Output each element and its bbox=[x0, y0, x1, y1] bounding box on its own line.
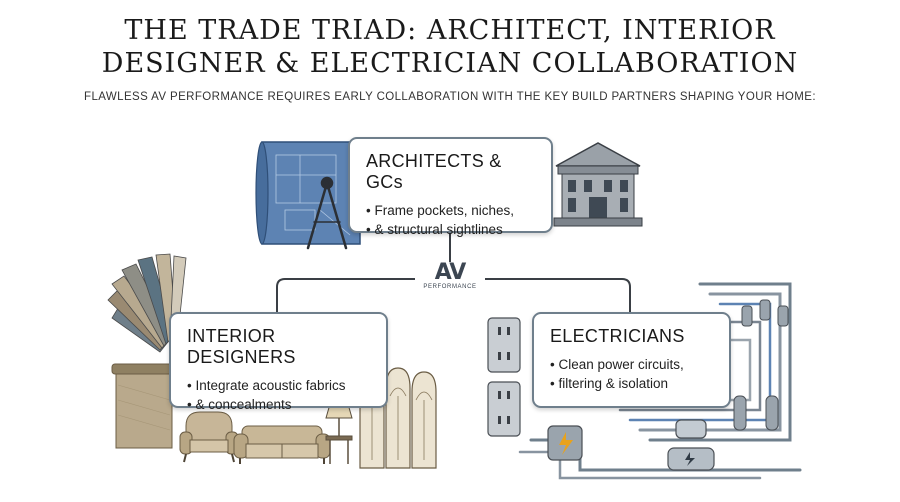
interior-designers-node: INTERIOR DESIGNERS Integrate acoustic fa… bbox=[169, 312, 388, 412]
building-icon bbox=[553, 142, 643, 227]
electricians-bullet: filtering & isolation bbox=[550, 374, 715, 393]
page-title: THE TRADE TRIAD: ARCHITECT, INTERIOR DES… bbox=[0, 14, 900, 80]
logo-word: PERFORMANCE bbox=[423, 284, 477, 290]
interior-designers-title: INTERIOR DESIGNERS bbox=[187, 326, 296, 367]
connector-left bbox=[276, 278, 415, 312]
fabric-roll-icon bbox=[111, 363, 177, 449]
title-line-2: DESIGNER & ELECTRICIAN COLLABORATION bbox=[101, 48, 799, 79]
interior-designers-bullet: Integrate acoustic fabrics bbox=[187, 376, 372, 395]
electricians-bullets: Clean power circuits, filtering & isolat… bbox=[550, 355, 715, 393]
page-subtitle: FLAWLESS AV PERFORMANCE REQUIRES EARLY C… bbox=[84, 91, 816, 103]
interior-designers-bullet: & concealments bbox=[187, 395, 372, 414]
compass-icon bbox=[306, 176, 348, 250]
architects-bullet: Frame pockets, niches, bbox=[366, 201, 537, 220]
title-line-1: THE TRADE TRIAD: ARCHITECT, INTERIOR bbox=[124, 15, 776, 46]
armchair-icon bbox=[179, 411, 239, 463]
sofa-icon bbox=[233, 425, 331, 464]
architects-bullet: & structural sightlines bbox=[366, 220, 537, 239]
electricians-bullet: Clean power circuits, bbox=[550, 355, 715, 374]
interior-designers-bullets: Integrate acoustic fabrics & concealment… bbox=[187, 376, 372, 414]
electricians-node: ELECTRICIANS Clean power circuits, filte… bbox=[532, 312, 731, 408]
av-performance-logo: AV PERFORMANCE bbox=[415, 260, 485, 291]
connector-right bbox=[485, 278, 631, 312]
logo-mark: AV bbox=[434, 260, 467, 285]
electricians-title: ELECTRICIANS bbox=[550, 326, 685, 346]
architects-node: ARCHITECTS & GCs Frame pockets, niches, … bbox=[348, 137, 553, 237]
power-filter-icon bbox=[547, 419, 715, 471]
blueprint-icon bbox=[255, 141, 361, 245]
architects-title: ARCHITECTS & GCs bbox=[366, 151, 502, 192]
architects-bullets: Frame pockets, niches, & structural sigh… bbox=[366, 201, 537, 239]
power-outlet-icon bbox=[487, 317, 521, 437]
